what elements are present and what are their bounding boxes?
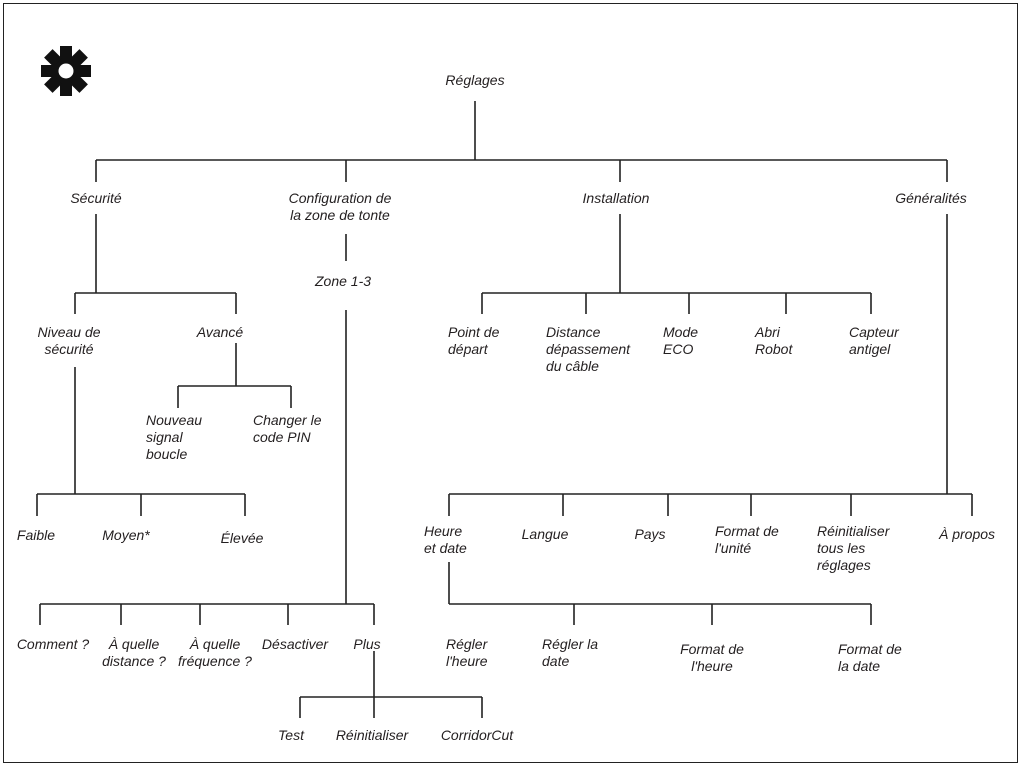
node-faible: Faible (16, 527, 56, 543)
node-corridorcut: CorridorCut (440, 727, 514, 743)
node-avance: Avancé (196, 324, 244, 340)
node-abri-robot: Abri Robot (755, 324, 793, 357)
node-mode-eco: Mode ECO (663, 324, 699, 357)
node-langue: Langue (521, 526, 569, 542)
node-generalites: Généralités (895, 190, 967, 206)
node-desactiver: Désactiver (261, 636, 329, 652)
node-reinitialiser-reglages: Réinitialiser tous les réglages (817, 523, 890, 573)
node-reglages: Réglages (445, 72, 505, 88)
node-moyen: Moyen* (102, 527, 150, 543)
node-pays: Pays (634, 526, 666, 542)
node-installation: Installation (582, 190, 650, 206)
node-point-de-depart: Point de départ (448, 324, 500, 357)
node-a-quelle-frequence: À quelle fréquence ? (178, 636, 252, 669)
node-distance-depassement: Distance dépassement du câble (546, 324, 631, 374)
node-nouveau-signal-boucle: Nouveau signal boucle (146, 412, 203, 462)
node-heure-et-date: Heure et date (424, 523, 467, 556)
node-test: Test (278, 727, 304, 743)
node-format-unite: Format de l'unité (715, 523, 779, 556)
node-zone-de-tonte: Configuration de la zone de tonte (288, 190, 392, 223)
node-regler-heure: Régler l'heure (446, 636, 488, 669)
node-elevee: Élevée (220, 530, 264, 546)
node-format-date: Format de la date (838, 641, 902, 674)
node-reinitialiser: Réinitialiser (335, 727, 409, 743)
node-comment: Comment ? (16, 636, 90, 652)
node-format-heure: Format de l'heure (680, 641, 744, 674)
node-capteur-antigel: Capteur antigel (849, 324, 899, 357)
node-changer-code-pin: Changer le code PIN (253, 412, 322, 445)
node-a-propos: À propos (938, 526, 996, 542)
node-securite: Sécurité (70, 190, 122, 206)
node-niveau-securite: Niveau de sécurité (37, 324, 101, 357)
node-regler-date: Régler la date (542, 636, 599, 669)
gear-icon (41, 46, 91, 96)
node-plus: Plus (353, 636, 381, 652)
node-a-quelle-distance: À quelle distance ? (102, 636, 166, 669)
node-zone-1-3: Zone 1-3 (314, 273, 372, 289)
